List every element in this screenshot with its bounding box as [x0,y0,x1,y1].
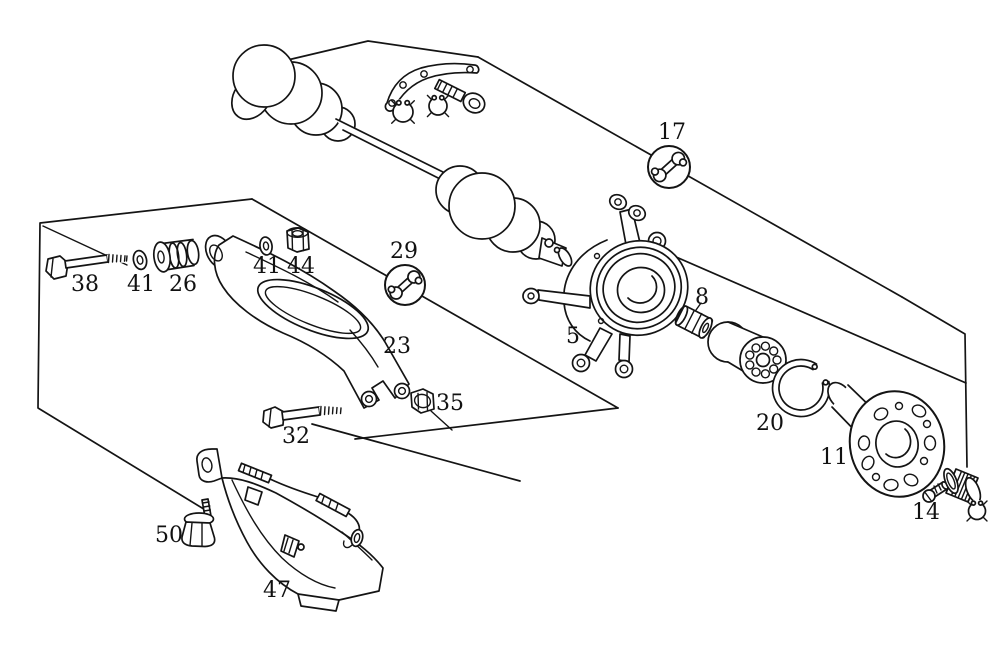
grease-cap [943,467,982,504]
part-label-14: 14 [912,500,940,525]
part-label-5: 5 [566,324,580,349]
flange-bolt [433,78,486,114]
part-label-44: 44 [287,254,315,279]
part-label-23: 23 [383,334,411,359]
part-label-32: 32 [282,424,310,449]
nut-35 [410,388,435,414]
wheel-carrier [522,193,689,379]
snap-ring [771,358,831,418]
control-arm [204,234,411,409]
cv-boot-right [435,165,573,267]
panel-outline-lines [37,40,968,512]
clamp-icon [426,94,450,118]
cv-boot-left [230,44,356,142]
bolt-32 [262,405,342,429]
part-label-29: 29 [390,239,418,264]
bolt-38 [45,253,128,280]
part-label-20: 20 [756,411,784,436]
part-label-47: 47 [263,578,291,603]
cover-panel [196,448,384,612]
wrench-icon [384,264,426,306]
wrench-icon [647,145,691,189]
part-label-41b: 41 [253,254,281,279]
bushing-26 [152,238,200,273]
washer-41a [132,249,148,271]
clamp-icon [390,99,416,125]
washer-41b [259,236,273,256]
part-label-50: 50 [155,523,183,548]
bolt-14 [922,481,949,503]
part-label-8: 8 [695,285,709,310]
nut-44 [286,226,310,253]
part-label-35: 35 [436,391,464,416]
part-label-11: 11 [820,445,848,470]
wheel-bearing [707,321,787,384]
part-label-38: 38 [71,272,99,297]
bushing-8 [674,305,714,339]
drive-shaft [335,118,457,188]
clamp-icon [966,500,988,522]
part-label-41: 41 [127,272,155,297]
part-label-26: 26 [169,272,197,297]
wheel-hub [827,381,946,498]
buffer-stop [181,498,216,548]
part-label-17: 17 [658,120,686,145]
part-labels: 17 29 38 41 26 41 44 23 35 32 5 8 20 11 … [71,120,940,603]
